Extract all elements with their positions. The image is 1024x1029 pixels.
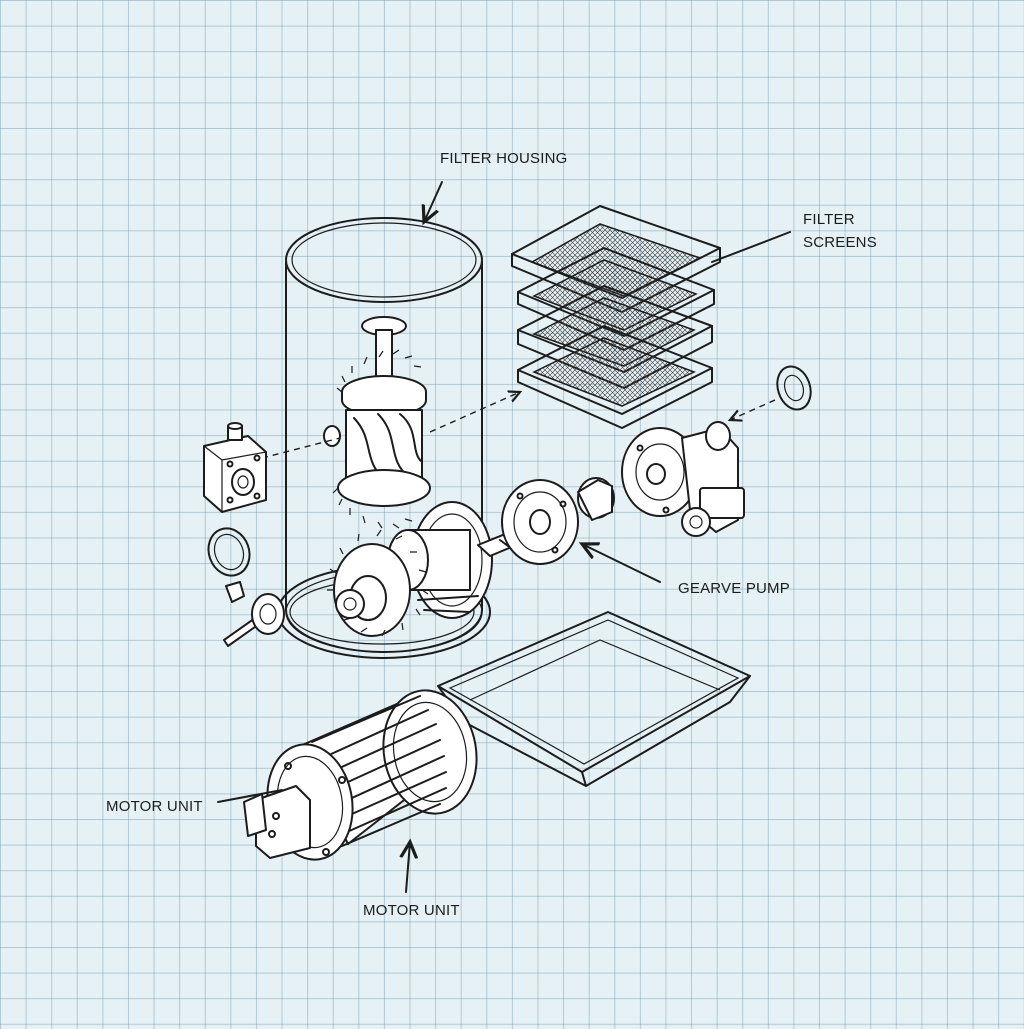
gear-rotor-assembly <box>323 316 431 529</box>
motor-unit <box>243 689 478 861</box>
pump-bushing <box>577 477 615 521</box>
inlet-flange-plate <box>203 422 267 513</box>
gear-pump <box>327 501 493 637</box>
label-motor-unit-bottom: MOTOR UNIT <box>363 902 460 919</box>
reservoir-tray <box>437 611 751 787</box>
filter-screens <box>511 205 721 429</box>
label-filter-screens-line1: FILTER <box>803 211 855 228</box>
outlet-housing <box>621 421 745 537</box>
alignment-lines <box>261 392 776 459</box>
leader-lines <box>217 181 791 893</box>
drive-shaft-left <box>223 581 285 647</box>
label-filter-housing: FILTER HOUSING <box>440 150 568 167</box>
label-gear-pump: GEARVE PUMP <box>678 580 790 597</box>
label-motor-unit-left: MOTOR UNIT <box>106 798 203 815</box>
label-filter-screens-line2: SCREENS <box>803 234 877 251</box>
seal-ring-left <box>207 527 251 577</box>
pump-coupling <box>477 479 579 565</box>
seal-ring-right <box>776 365 812 411</box>
